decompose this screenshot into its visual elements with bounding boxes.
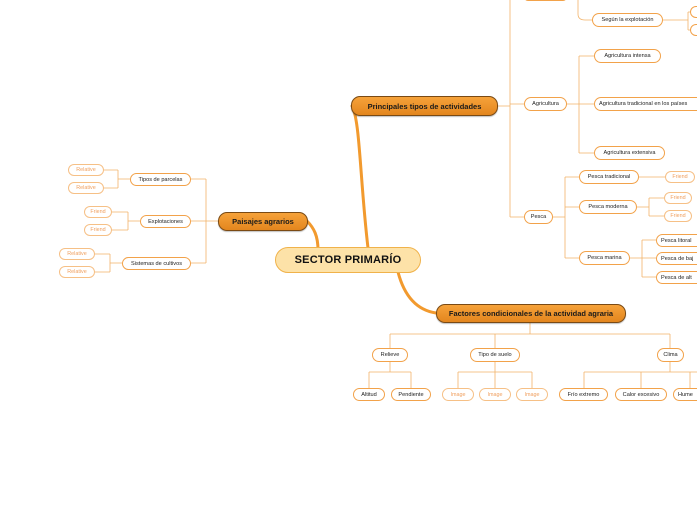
connector-root-factores <box>396 270 438 315</box>
node-pendiente[interactable]: Pendiente <box>391 388 431 401</box>
node-relative[interactable]: Relative <box>59 248 95 260</box>
node-explotaciones[interactable]: Explotaciones <box>140 215 191 228</box>
node-relative[interactable]: Relative <box>68 164 104 176</box>
node-sistemas-de-cultivos[interactable]: Sistemas de cultivos <box>122 257 191 270</box>
connector-clima-children <box>583 362 697 388</box>
connector-sistemas-children <box>95 253 122 273</box>
node-friend[interactable]: Friend <box>664 210 692 222</box>
node-relieve[interactable]: Relieve <box>372 348 408 362</box>
connector-factores-bracket <box>389 322 671 348</box>
connector-paisajes-bracket <box>191 178 218 264</box>
node-agricultura-extensiva[interactable]: Agricultura extensiva <box>594 146 665 160</box>
node-image[interactable]: Image <box>479 388 511 401</box>
node-friend[interactable]: Friend <box>84 224 112 236</box>
root-node[interactable]: SECTOR PRIMARÍO <box>275 247 421 273</box>
node-pesca-tradicional[interactable]: Pesca tradicional <box>579 170 639 184</box>
node-partial-right[interactable] <box>690 6 697 18</box>
connector-marina-children <box>630 239 656 278</box>
connector-explotaciones-children <box>112 211 140 231</box>
node-pesca-litoral[interactable]: Pesca litoral <box>656 234 697 247</box>
node-image[interactable]: Image <box>516 388 548 401</box>
node-partial-top[interactable] <box>524 0 567 1</box>
topic-paisajes-agrarios[interactable]: Paisajes agrarios <box>218 212 308 231</box>
node-pesca-de-altura[interactable]: Pesca de alt <box>656 271 697 284</box>
topic-principales-tipos-label: Principales tipos de actividades <box>367 101 482 111</box>
node-calor-excesivo[interactable]: Calor excesivo <box>615 388 667 401</box>
node-pesca-marina[interactable]: Pesca marina <box>579 251 630 265</box>
node-clima[interactable]: Clima <box>657 348 684 362</box>
node-image[interactable]: Image <box>442 388 474 401</box>
node-tipo-de-suelo[interactable]: Tipo de suelo <box>470 348 520 362</box>
node-agricultura-intensa[interactable]: Agricultura intensa <box>594 49 661 63</box>
node-friend[interactable]: Friend <box>84 206 112 218</box>
connector-segun-stub <box>577 0 697 31</box>
connector-pesca-children <box>553 176 579 259</box>
connector-agricultura-children <box>567 55 594 154</box>
topic-factores-condicionales[interactable]: Factores condicionales de la actividad a… <box>436 304 626 323</box>
connector-parcelas-children <box>104 169 130 189</box>
connector-principales-bracket <box>498 0 524 218</box>
node-pesca[interactable]: Pesca <box>524 210 553 224</box>
node-pesca-moderna[interactable]: Pesca moderna <box>579 200 637 214</box>
node-agricultura-tradicional[interactable]: Agricultura tradicional en los países <box>594 97 697 111</box>
node-friend[interactable]: Friend <box>665 171 695 183</box>
connector-moderna-children <box>637 197 664 217</box>
topic-principales-tipos[interactable]: Principales tipos de actividades <box>351 96 498 116</box>
connector-relieve-children <box>368 362 412 388</box>
root-node-label: SECTOR PRIMARÍO <box>294 254 402 266</box>
node-humedad[interactable]: Hume <box>673 388 697 401</box>
node-tipos-de-parcelas[interactable]: Tipos de parcelas <box>130 173 191 186</box>
node-relative[interactable]: Relative <box>68 182 104 194</box>
node-pesca-de-bajura[interactable]: Pesca de baj <box>656 252 697 265</box>
node-friend[interactable]: Friend <box>664 192 692 204</box>
topic-factores-condicionales-label: Factores condicionales de la actividad a… <box>448 309 614 318</box>
connector-root-paisajes <box>305 219 320 252</box>
node-partial-right[interactable] <box>690 24 697 36</box>
connector-suelo-children <box>457 362 533 388</box>
node-segun-la-explotacion[interactable]: Según la explotación <box>592 13 663 27</box>
connector-root-principales <box>350 104 370 250</box>
node-relative[interactable]: Relative <box>59 266 95 278</box>
node-agricultura[interactable]: Agricultura <box>524 97 567 111</box>
node-altitud[interactable]: Altitud <box>353 388 385 401</box>
topic-paisajes-agrarios-label: Paisajes agrarios <box>232 217 294 226</box>
node-frio-extremo[interactable]: Frío extremo <box>559 388 608 401</box>
